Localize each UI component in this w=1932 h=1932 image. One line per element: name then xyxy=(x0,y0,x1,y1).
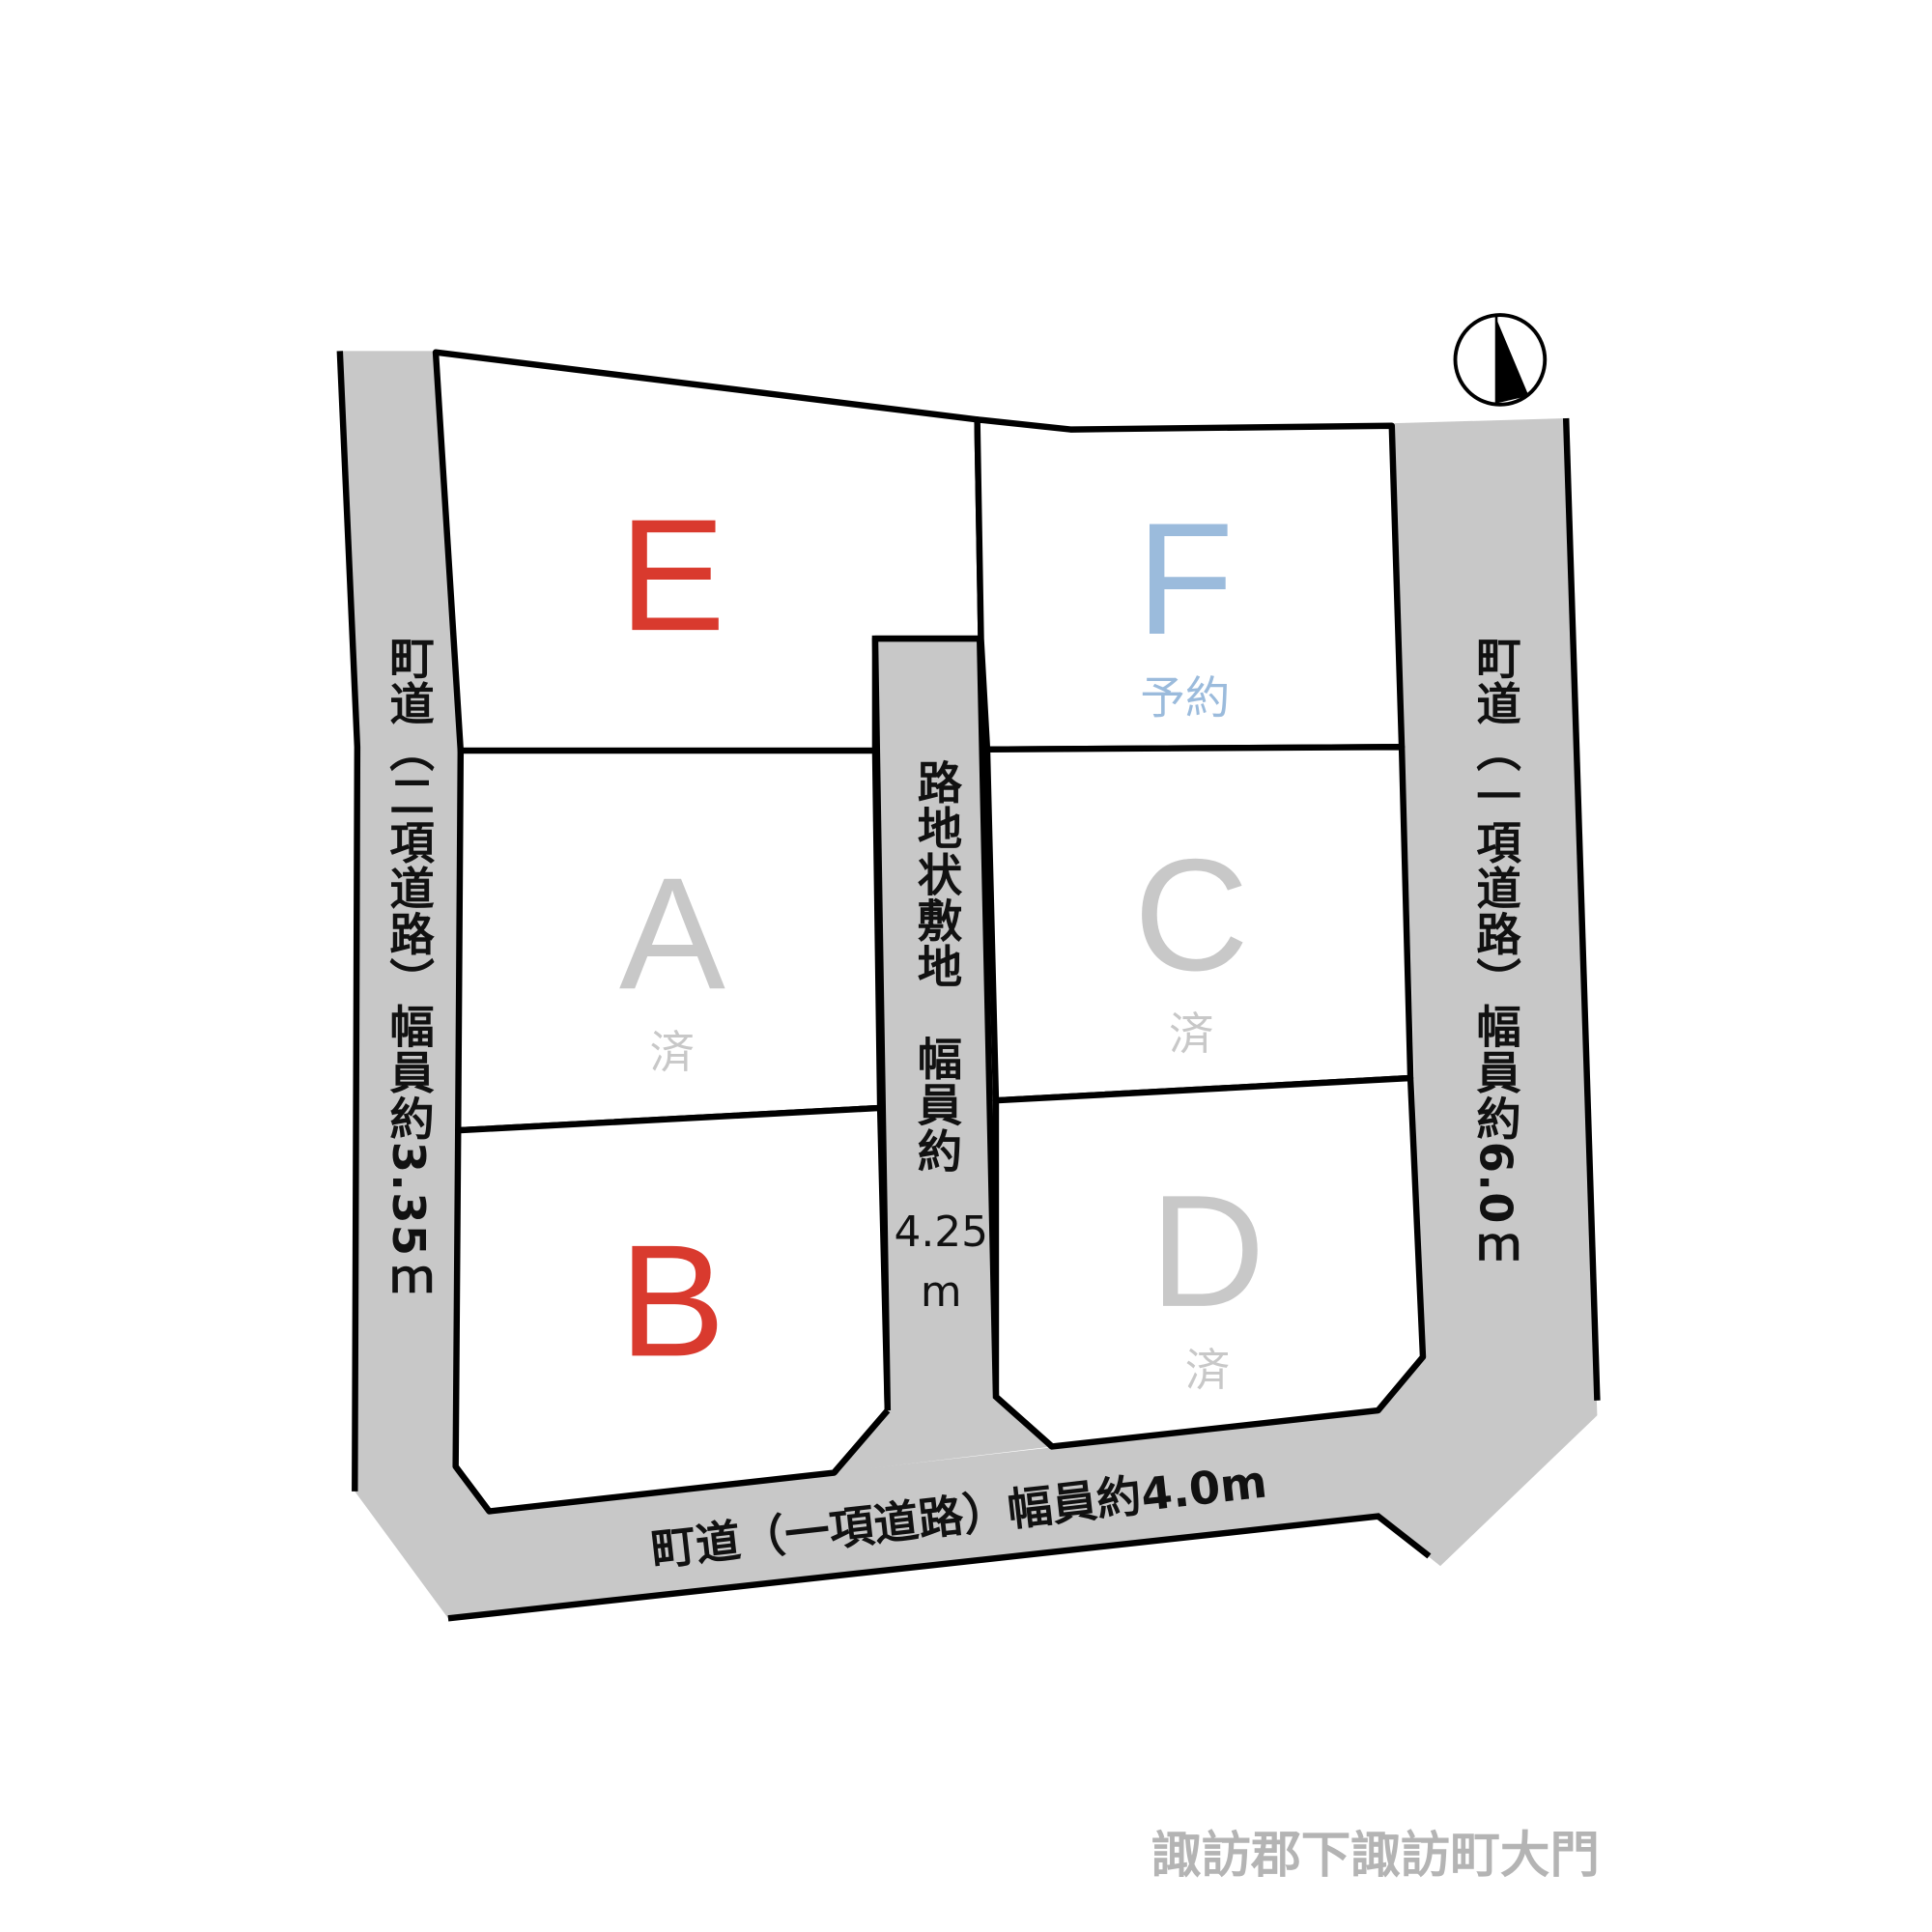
lot-e: E xyxy=(619,484,725,668)
road-area xyxy=(339,351,1598,1619)
lot-b-label: B xyxy=(618,1212,725,1391)
left-road-label: 町道（二項道路）幅員約3.35ｍ xyxy=(382,635,434,1304)
lot-e-label: E xyxy=(618,486,725,666)
lot-c-status: 済 xyxy=(1169,1009,1214,1062)
alley-area xyxy=(834,639,1052,1473)
left-road-edge xyxy=(336,351,361,1492)
lot-a-label: A xyxy=(618,845,725,1024)
right-road-label: 町道（一項道路）幅員約6.0ｍ xyxy=(1468,635,1520,1271)
north-arrow-icon xyxy=(1453,313,1548,407)
lot-c-label: C xyxy=(1133,826,1249,1005)
lot-f: F 予約 xyxy=(1136,488,1234,729)
lot-f-label: F xyxy=(1136,490,1235,669)
alley-width: 4.25 xyxy=(894,1208,989,1258)
address-label: 諏訪郡下諏訪町大門 xyxy=(1151,1827,1600,1886)
lot-c: C 済 xyxy=(1134,824,1249,1065)
alley-unit: m xyxy=(920,1266,962,1318)
lot-f-status: 予約 xyxy=(1140,673,1231,725)
bottom-road-edge xyxy=(447,1513,1432,1622)
alley-edge xyxy=(871,635,1055,1449)
alley-label: 路地状敷地 幅員約 xyxy=(910,759,961,1175)
lot-d-status: 済 xyxy=(1184,1346,1231,1398)
lot-a: A 済 xyxy=(619,842,725,1084)
alley-edge-left xyxy=(831,1407,891,1475)
lot-d: D 済 xyxy=(1150,1160,1264,1402)
lot-a-status: 済 xyxy=(649,1028,696,1080)
lot-b: B xyxy=(619,1210,725,1394)
lot-d-label: D xyxy=(1150,1162,1265,1341)
right-road-edge xyxy=(1562,417,1601,1401)
